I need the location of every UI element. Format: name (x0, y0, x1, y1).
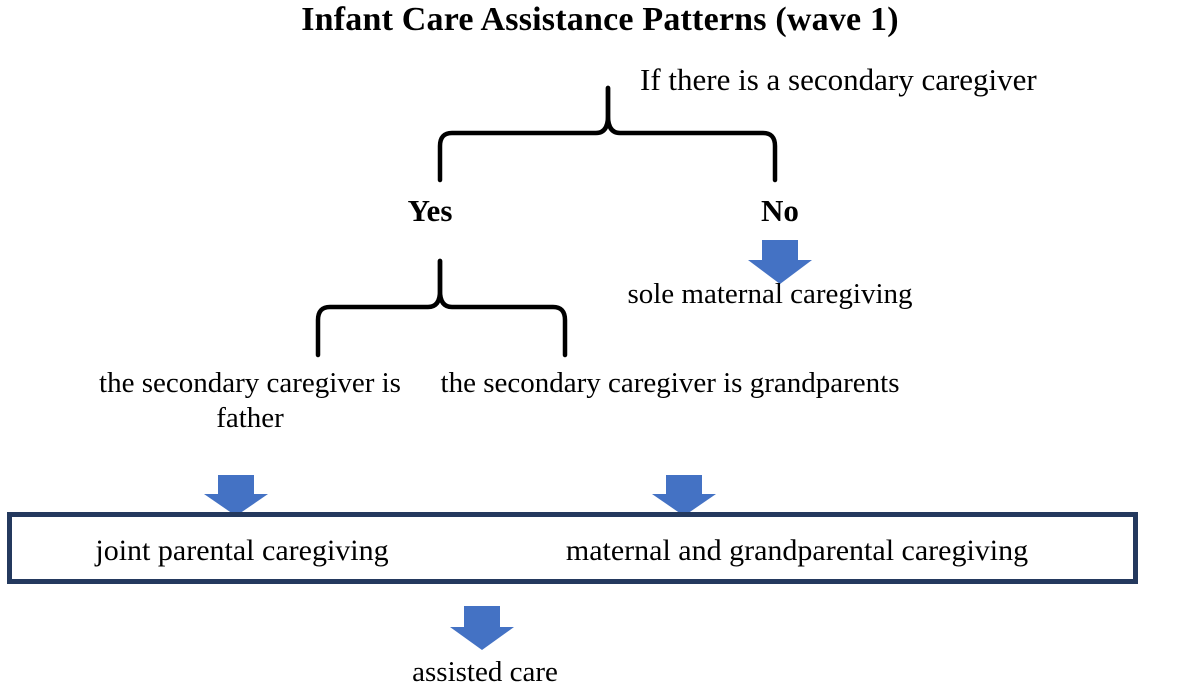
final-outcome-label: assisted care (412, 656, 558, 688)
arrow-final-icon (450, 606, 514, 650)
node-secondary-caregiver-father: the secondary caregiver is father (99, 367, 401, 434)
root-question-label: If there is a secondary caregiver (640, 62, 1037, 97)
node-sole-maternal-caregiving: sole maternal caregiving (627, 278, 913, 310)
brace-top-icon (437, 85, 778, 183)
outcome-box: joint parental caregiving maternal and g… (7, 512, 1138, 584)
page-title: Infant Care Assistance Patterns (wave 1) (301, 1, 899, 38)
arrow-father-icon (204, 475, 268, 516)
node-secondary-caregiver-grandparents: the secondary caregiver is grandparents (440, 367, 900, 399)
outcome-maternal-grandparental-caregiving: maternal and grandparental caregiving (565, 534, 1029, 567)
outcome-joint-parental-caregiving: joint parental caregiving (95, 534, 389, 567)
arrow-grandparents-icon (652, 475, 716, 516)
branch-label-no: No (761, 193, 799, 228)
branch-label-yes: Yes (407, 193, 453, 228)
